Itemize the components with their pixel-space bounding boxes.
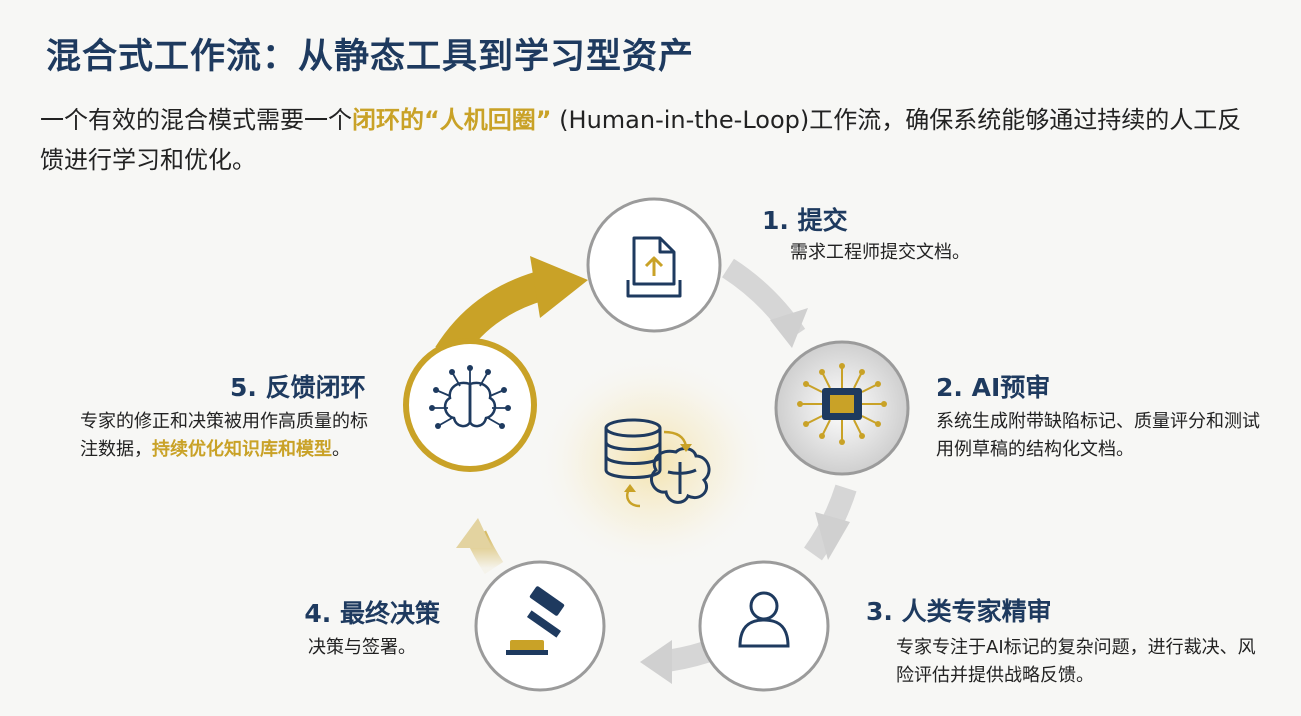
step5-desc: 专家的修正和决策被用作高质量的标注数据，持续优化知识库和模型。 (80, 408, 380, 464)
intro-text-after: (Human-in-the-Loop)工作流，确保系统能够通过持续的人工反馈进行… (40, 106, 1242, 174)
step3-circle (698, 560, 830, 692)
ai-chip-icon (797, 363, 887, 445)
neural-brain-icon (429, 365, 511, 429)
page-title: 混合式工作流：从静态工具到学习型资产 (46, 37, 695, 77)
step5-desc-before: 专家的修正和决策被用作高质量的标注数据， (80, 411, 368, 460)
arrow-head-to-step2 (770, 308, 808, 348)
step5-title: 5. 反馈闭环 (230, 373, 366, 402)
step5-label: 5. 反馈闭环 专家的修正和决策被用作高质量的标注数据，持续优化知识库和模型。 (80, 372, 380, 464)
step2-desc: 系统生成附带缺陷标记、质量评分和测试用例草稿的结构化文档。 (936, 411, 1260, 460)
person-icon (738, 591, 790, 648)
step5-desc-highlight: 持续优化知识库和模型 (152, 439, 332, 460)
step1-label: 1. 提交 需求工程师提交文档。 (762, 205, 970, 267)
gavel-icon (506, 586, 565, 655)
document-upload-icon (626, 236, 682, 298)
intro-highlight: 闭环的“人机回圈” (352, 106, 552, 134)
step3-title: 3. 人类专家精审 (866, 597, 1052, 626)
step1-title: 1. 提交 (762, 206, 848, 235)
feedback-arrow-head (530, 256, 588, 318)
step3-desc: 专家专注于AI标记的复杂问题，进行裁决、风险评估并提供战略反馈。 (896, 637, 1256, 686)
step1-desc: 需求工程师提交文档。 (790, 242, 970, 263)
intro-paragraph: 一个有效的混合模式需要一个闭环的“人机回圈” (Human-in-the-Loo… (40, 100, 1260, 180)
step4-label: 4. 最终决策 决策与签署。 (250, 598, 440, 662)
arrow-head-to-step4 (640, 640, 672, 684)
step3-label: 3. 人类专家精审 专家专注于AI标记的复杂问题，进行裁决、风险评估并提供战略反… (866, 596, 1261, 690)
step4-title: 4. 最终决策 (304, 599, 440, 628)
database-brain-icon (604, 418, 711, 508)
step2-label: 2. AI预审 系统生成附带缺陷标记、质量评分和测试用例草稿的结构化文档。 (936, 372, 1276, 464)
arrow-head-to-step5 (456, 518, 492, 548)
step2-title: 2. AI预审 (936, 373, 1051, 402)
step5-desc-after: 。 (332, 439, 350, 460)
step4-desc: 决策与签署。 (308, 637, 416, 658)
arrow-head-to-step3 (815, 512, 850, 560)
intro-text-before: 一个有效的混合模式需要一个 (40, 106, 352, 134)
